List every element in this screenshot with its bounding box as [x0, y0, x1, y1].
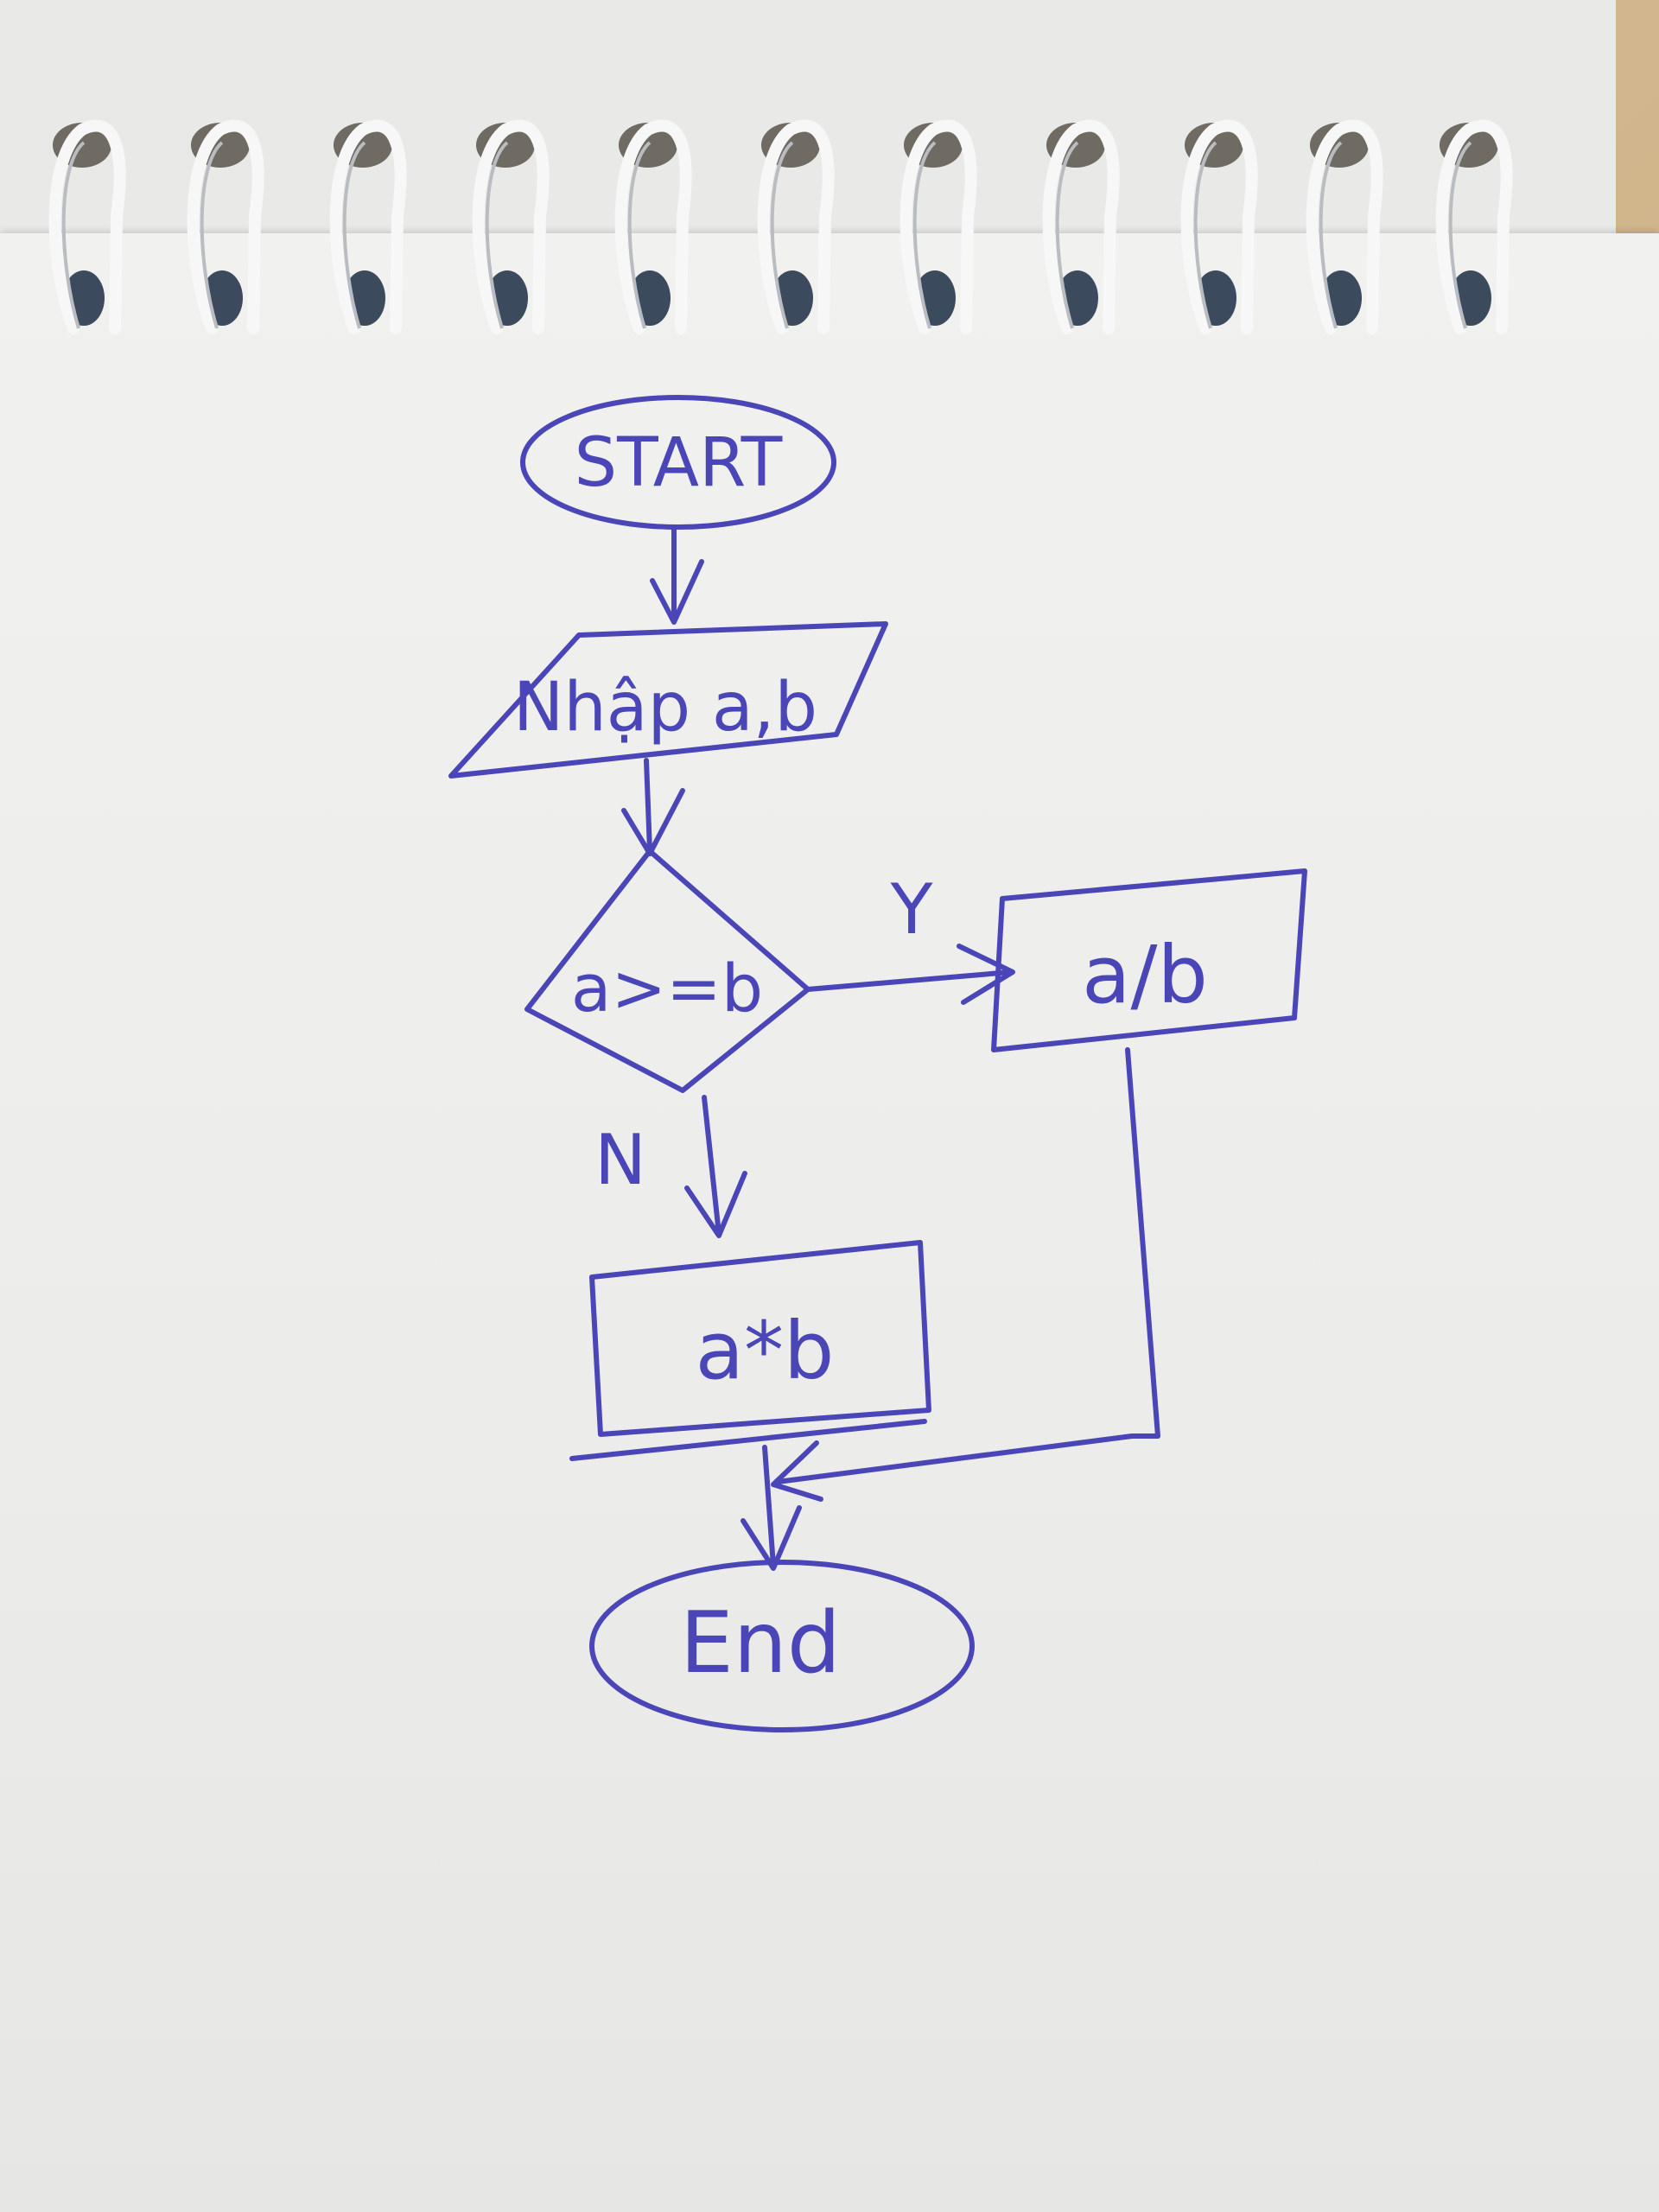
- process-no-label: a*b: [696, 1305, 835, 1397]
- end-label: End: [680, 1594, 841, 1693]
- no-label: N: [594, 1120, 646, 1200]
- arrow-yes: Y: [805, 869, 1015, 1005]
- binding-ring: [899, 119, 977, 334]
- process-no-box: a*b: [589, 1240, 931, 1437]
- notebook-page: [0, 233, 1659, 2212]
- binding-ring: [472, 119, 550, 334]
- decision-diamond: a>=b: [524, 849, 810, 1093]
- binding-ring: [187, 119, 264, 334]
- start-label: START: [575, 424, 783, 502]
- binding-ring: [1435, 119, 1513, 334]
- arrow-input-to-decision: [621, 758, 685, 856]
- arrow-no: N: [594, 1095, 747, 1238]
- binding-ring: [48, 119, 126, 334]
- spiral-binding: [48, 119, 1513, 334]
- binding-ring: [1180, 119, 1258, 334]
- binding-ring: [1042, 119, 1120, 334]
- yes-label: Y: [890, 869, 934, 950]
- input-parallelogram: Nhập a,b: [448, 621, 888, 779]
- decision-label: a>=b: [571, 950, 763, 1027]
- arrow-to-end: [741, 1445, 802, 1571]
- binding-ring: [614, 119, 692, 334]
- binding-ring: [329, 119, 407, 334]
- binding-ring: [1306, 119, 1383, 334]
- end-terminal: End: [589, 1560, 975, 1732]
- start-terminal: START: [520, 395, 836, 530]
- input-label: Nhập a,b: [513, 669, 817, 747]
- process-yes-box: a/b: [991, 868, 1307, 1052]
- merge-connector: [771, 1047, 1160, 1502]
- process-yes-label: a/b: [1082, 929, 1208, 1021]
- arrow-start-to-input: [650, 526, 704, 625]
- process-no-baseline: [569, 1419, 927, 1461]
- binding-ring: [757, 119, 835, 334]
